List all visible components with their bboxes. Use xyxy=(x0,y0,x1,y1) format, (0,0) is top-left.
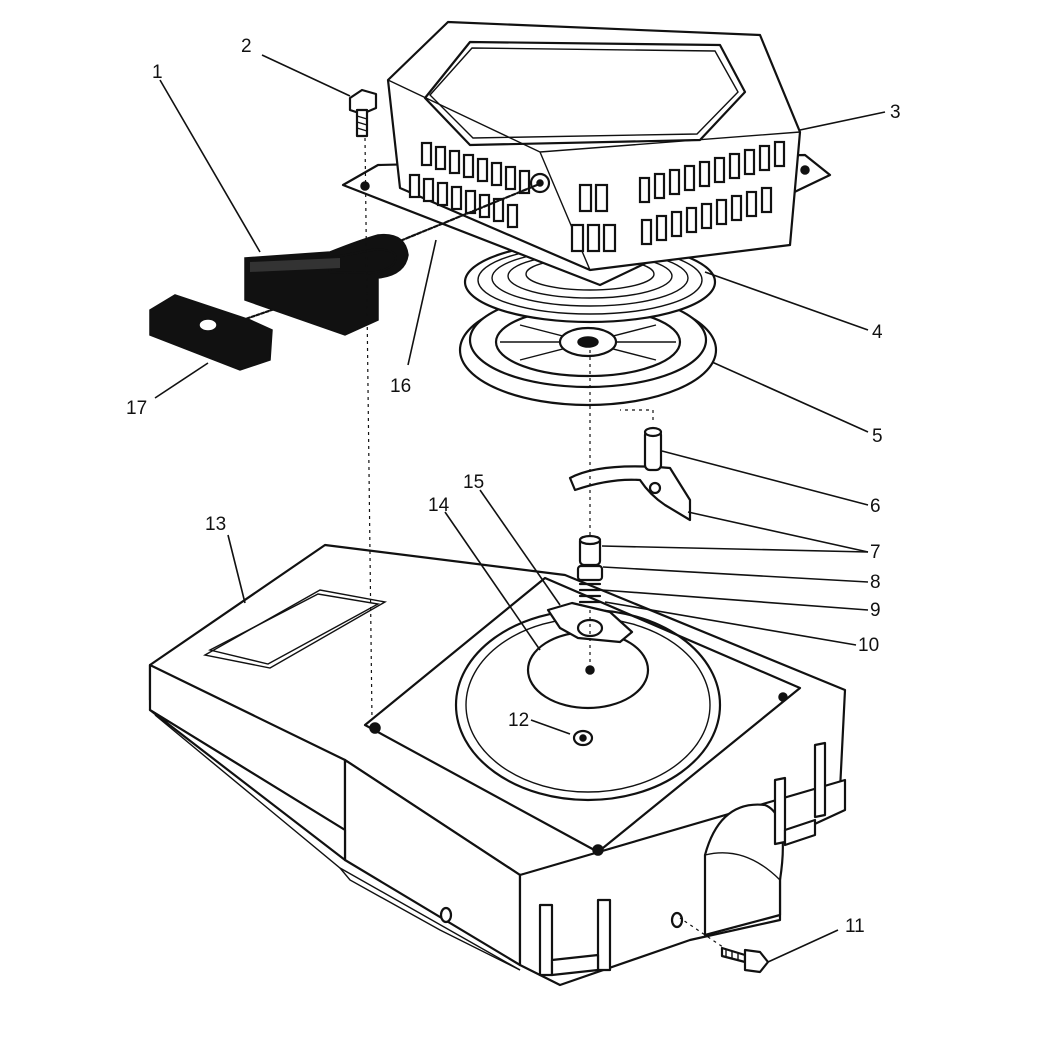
cover-right-vents xyxy=(638,140,786,246)
callout-6: 6 xyxy=(870,496,881,517)
part-14-starter-cup xyxy=(526,630,650,710)
callout-12: 12 xyxy=(508,710,529,731)
callout-1: 1 xyxy=(152,62,163,83)
callout-15: 15 xyxy=(463,472,484,493)
part-13-blower-housing xyxy=(148,543,847,987)
assembly-centerlines xyxy=(364,137,746,963)
callout-8: 8 xyxy=(870,572,881,593)
callout-17: 17 xyxy=(126,398,147,419)
part-11-screw xyxy=(720,946,770,974)
part-17-handle-insert xyxy=(149,294,273,371)
leader-lines xyxy=(154,54,886,963)
callout-14: 14 xyxy=(428,495,450,516)
callout-13: 13 xyxy=(205,514,226,535)
callout-5: 5 xyxy=(872,426,883,447)
callout-10: 10 xyxy=(858,635,879,656)
callout-11: 11 xyxy=(845,916,865,937)
callout-9: 9 xyxy=(870,600,881,621)
part-3-starter-cover xyxy=(341,20,832,287)
part-6-pin xyxy=(643,426,663,472)
callout-4: 4 xyxy=(872,322,883,343)
part-8-9-10-center-hardware xyxy=(576,534,604,604)
part-7-pawl xyxy=(568,465,692,522)
part-12-screw xyxy=(572,729,594,747)
callout-7: 7 xyxy=(870,542,881,563)
part-1-rope-handle xyxy=(244,233,409,336)
callout-16: 16 xyxy=(390,376,411,397)
part-2-screw xyxy=(348,88,378,138)
callout-labels: 1 2 3 4 5 6 7 8 9 10 11 12 13 14 15 16 1… xyxy=(126,36,901,937)
callout-3: 3 xyxy=(890,102,901,123)
callout-2: 2 xyxy=(241,36,252,57)
